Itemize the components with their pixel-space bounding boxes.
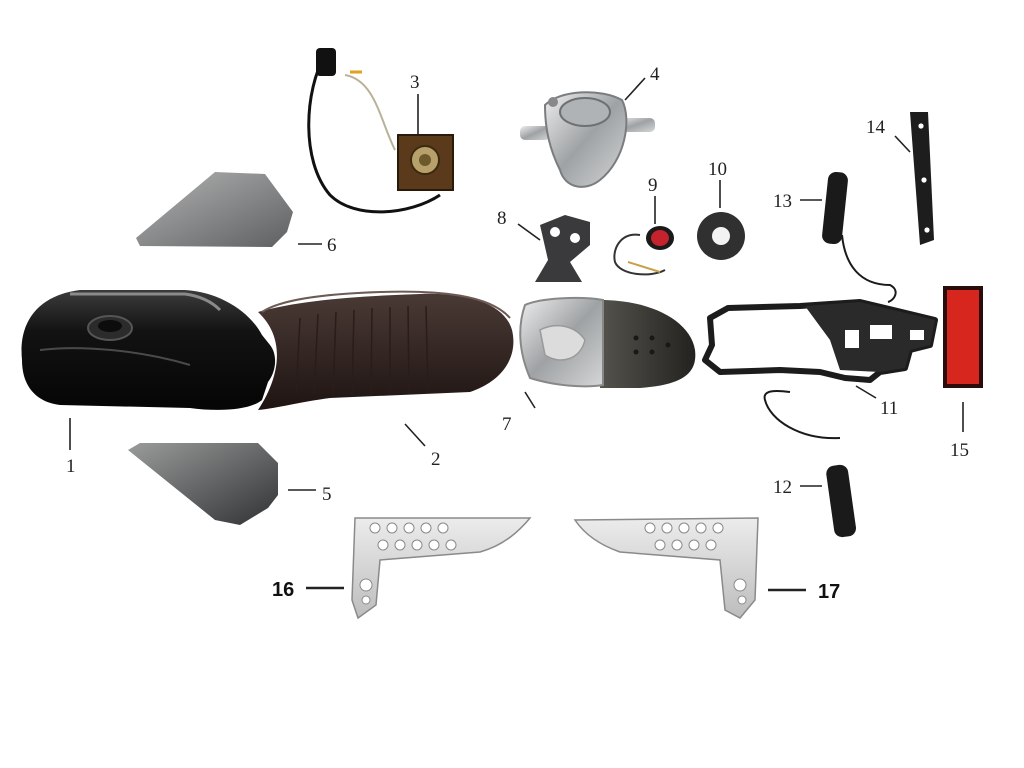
fuel-sender	[307, 48, 454, 214]
callout-1: 1	[66, 456, 76, 477]
rear-fender-with-tail-light	[519, 296, 696, 388]
rubber-grommet	[697, 212, 745, 260]
fuel-tank	[21, 290, 276, 410]
callout-11: 11	[880, 398, 898, 419]
side-cover-upper	[136, 172, 293, 247]
seat	[258, 290, 514, 410]
callout-labels: 1 2 3 4 5 6 7 8 9 10 11 12 13 14 15 16 1…	[66, 64, 969, 603]
side-cover-lower	[128, 443, 278, 525]
turn-signal-rear-right	[822, 171, 897, 303]
callout-14: 14	[866, 117, 886, 138]
license-plate-frame	[702, 299, 938, 383]
callout-4: 4	[650, 64, 660, 85]
heel-guard-right	[573, 517, 759, 619]
callout-9: 9	[648, 175, 658, 196]
callout-8: 8	[497, 208, 507, 229]
callout-3: 3	[410, 72, 420, 93]
callout-12: 12	[773, 477, 792, 498]
callout-7: 7	[502, 414, 512, 435]
tail-light-bracket	[535, 215, 590, 282]
callout-6: 6	[327, 235, 337, 256]
fuel-pump	[520, 91, 655, 188]
callout-13: 13	[773, 191, 792, 212]
callout-15: 15	[950, 440, 969, 461]
callout-17: 17	[818, 581, 840, 603]
heel-guard-left	[351, 517, 532, 620]
turn-signal-rear-left	[763, 390, 857, 538]
leader-lines	[69, 77, 964, 592]
callout-2: 2	[431, 449, 441, 470]
tail-light	[613, 226, 674, 276]
rear-reflector	[943, 286, 983, 388]
plate-bracket-strip	[910, 112, 934, 245]
callout-16: 16	[272, 579, 294, 601]
callout-10: 10	[708, 159, 727, 180]
callout-5: 5	[322, 484, 332, 505]
